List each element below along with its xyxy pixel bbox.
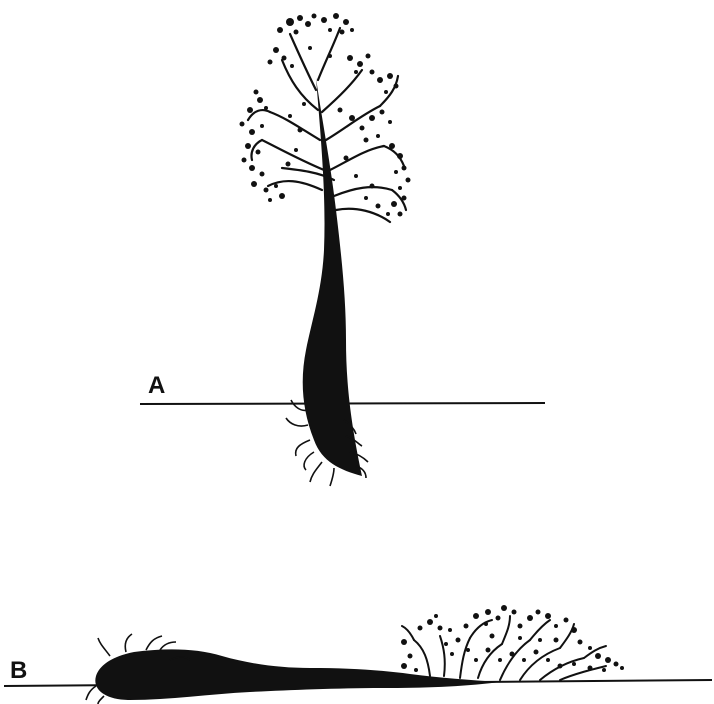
shrub-foliage	[401, 605, 624, 672]
tree-trunk	[303, 78, 362, 476]
figure-label-a: A	[148, 374, 165, 398]
figure-b-prostrate-shrub	[4, 605, 712, 704]
figure-a-upright-tree	[140, 13, 545, 486]
figure-label-b: B	[10, 659, 27, 683]
prostrate-stem	[95, 649, 500, 700]
shrub-branches	[402, 616, 606, 680]
